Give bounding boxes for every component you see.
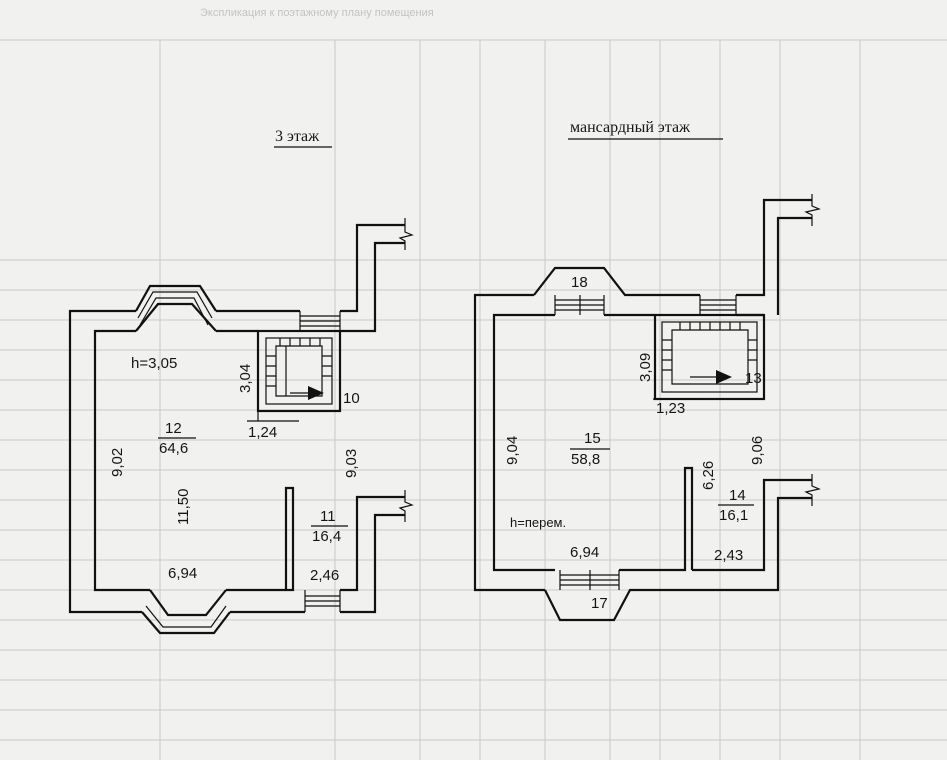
room-11-number: 11 [320,508,336,525]
attic-height: h=перем. [510,515,566,530]
dim-3-09: 3,09 [637,353,654,382]
room-17-number: 17 [591,595,608,612]
room-13-number: 13 [745,370,762,387]
floor-3-stair: 10 [256,329,360,413]
room-12-number: 12 [165,420,182,437]
attic-walls [473,194,821,622]
floor-3-height: h=3,05 [131,355,177,372]
room-14-number: 14 [729,487,746,504]
floor-3-walls [68,218,414,635]
dim-3-04: 3,04 [237,364,254,393]
dim-6-94-floor3: 6,94 [168,565,197,582]
dim-6-94-attic: 6,94 [570,544,599,561]
room-15-number: 15 [584,430,601,447]
attic-title: мансардный этаж [570,119,691,136]
room-12-area: 64,6 [159,440,188,457]
dim-1-24: 1,24 [248,424,277,441]
dim-6-26: 6,26 [700,461,717,490]
dim-11-50: 11,50 [175,489,192,525]
dim-1-23: 1,23 [656,400,685,417]
dim-9-06: 9,06 [749,436,766,465]
attic-floor-plan: мансардный этаж [473,119,821,622]
dim-2-43: 2,43 [714,547,743,564]
room-14-area: 16,1 [719,507,748,524]
room-18-number: 18 [571,274,588,291]
attic-stair: 13 [653,313,766,401]
background-table-ghost: Экспликация к поэтажному плану помещения [0,7,947,760]
dim-9-02: 9,02 [109,448,126,477]
dim-2-46: 2,46 [310,567,339,584]
dim-9-03: 9,03 [343,449,360,478]
background-header: Экспликация к поэтажному плану помещения [200,7,434,19]
floor-3-plan: 3 этаж [68,128,414,635]
floor-3-title: 3 этаж [275,128,320,145]
room-11-area: 16,4 [312,528,341,545]
room-15-area: 58,8 [571,451,600,468]
dim-9-04: 9,04 [504,436,521,465]
room-10-number: 10 [343,390,360,407]
